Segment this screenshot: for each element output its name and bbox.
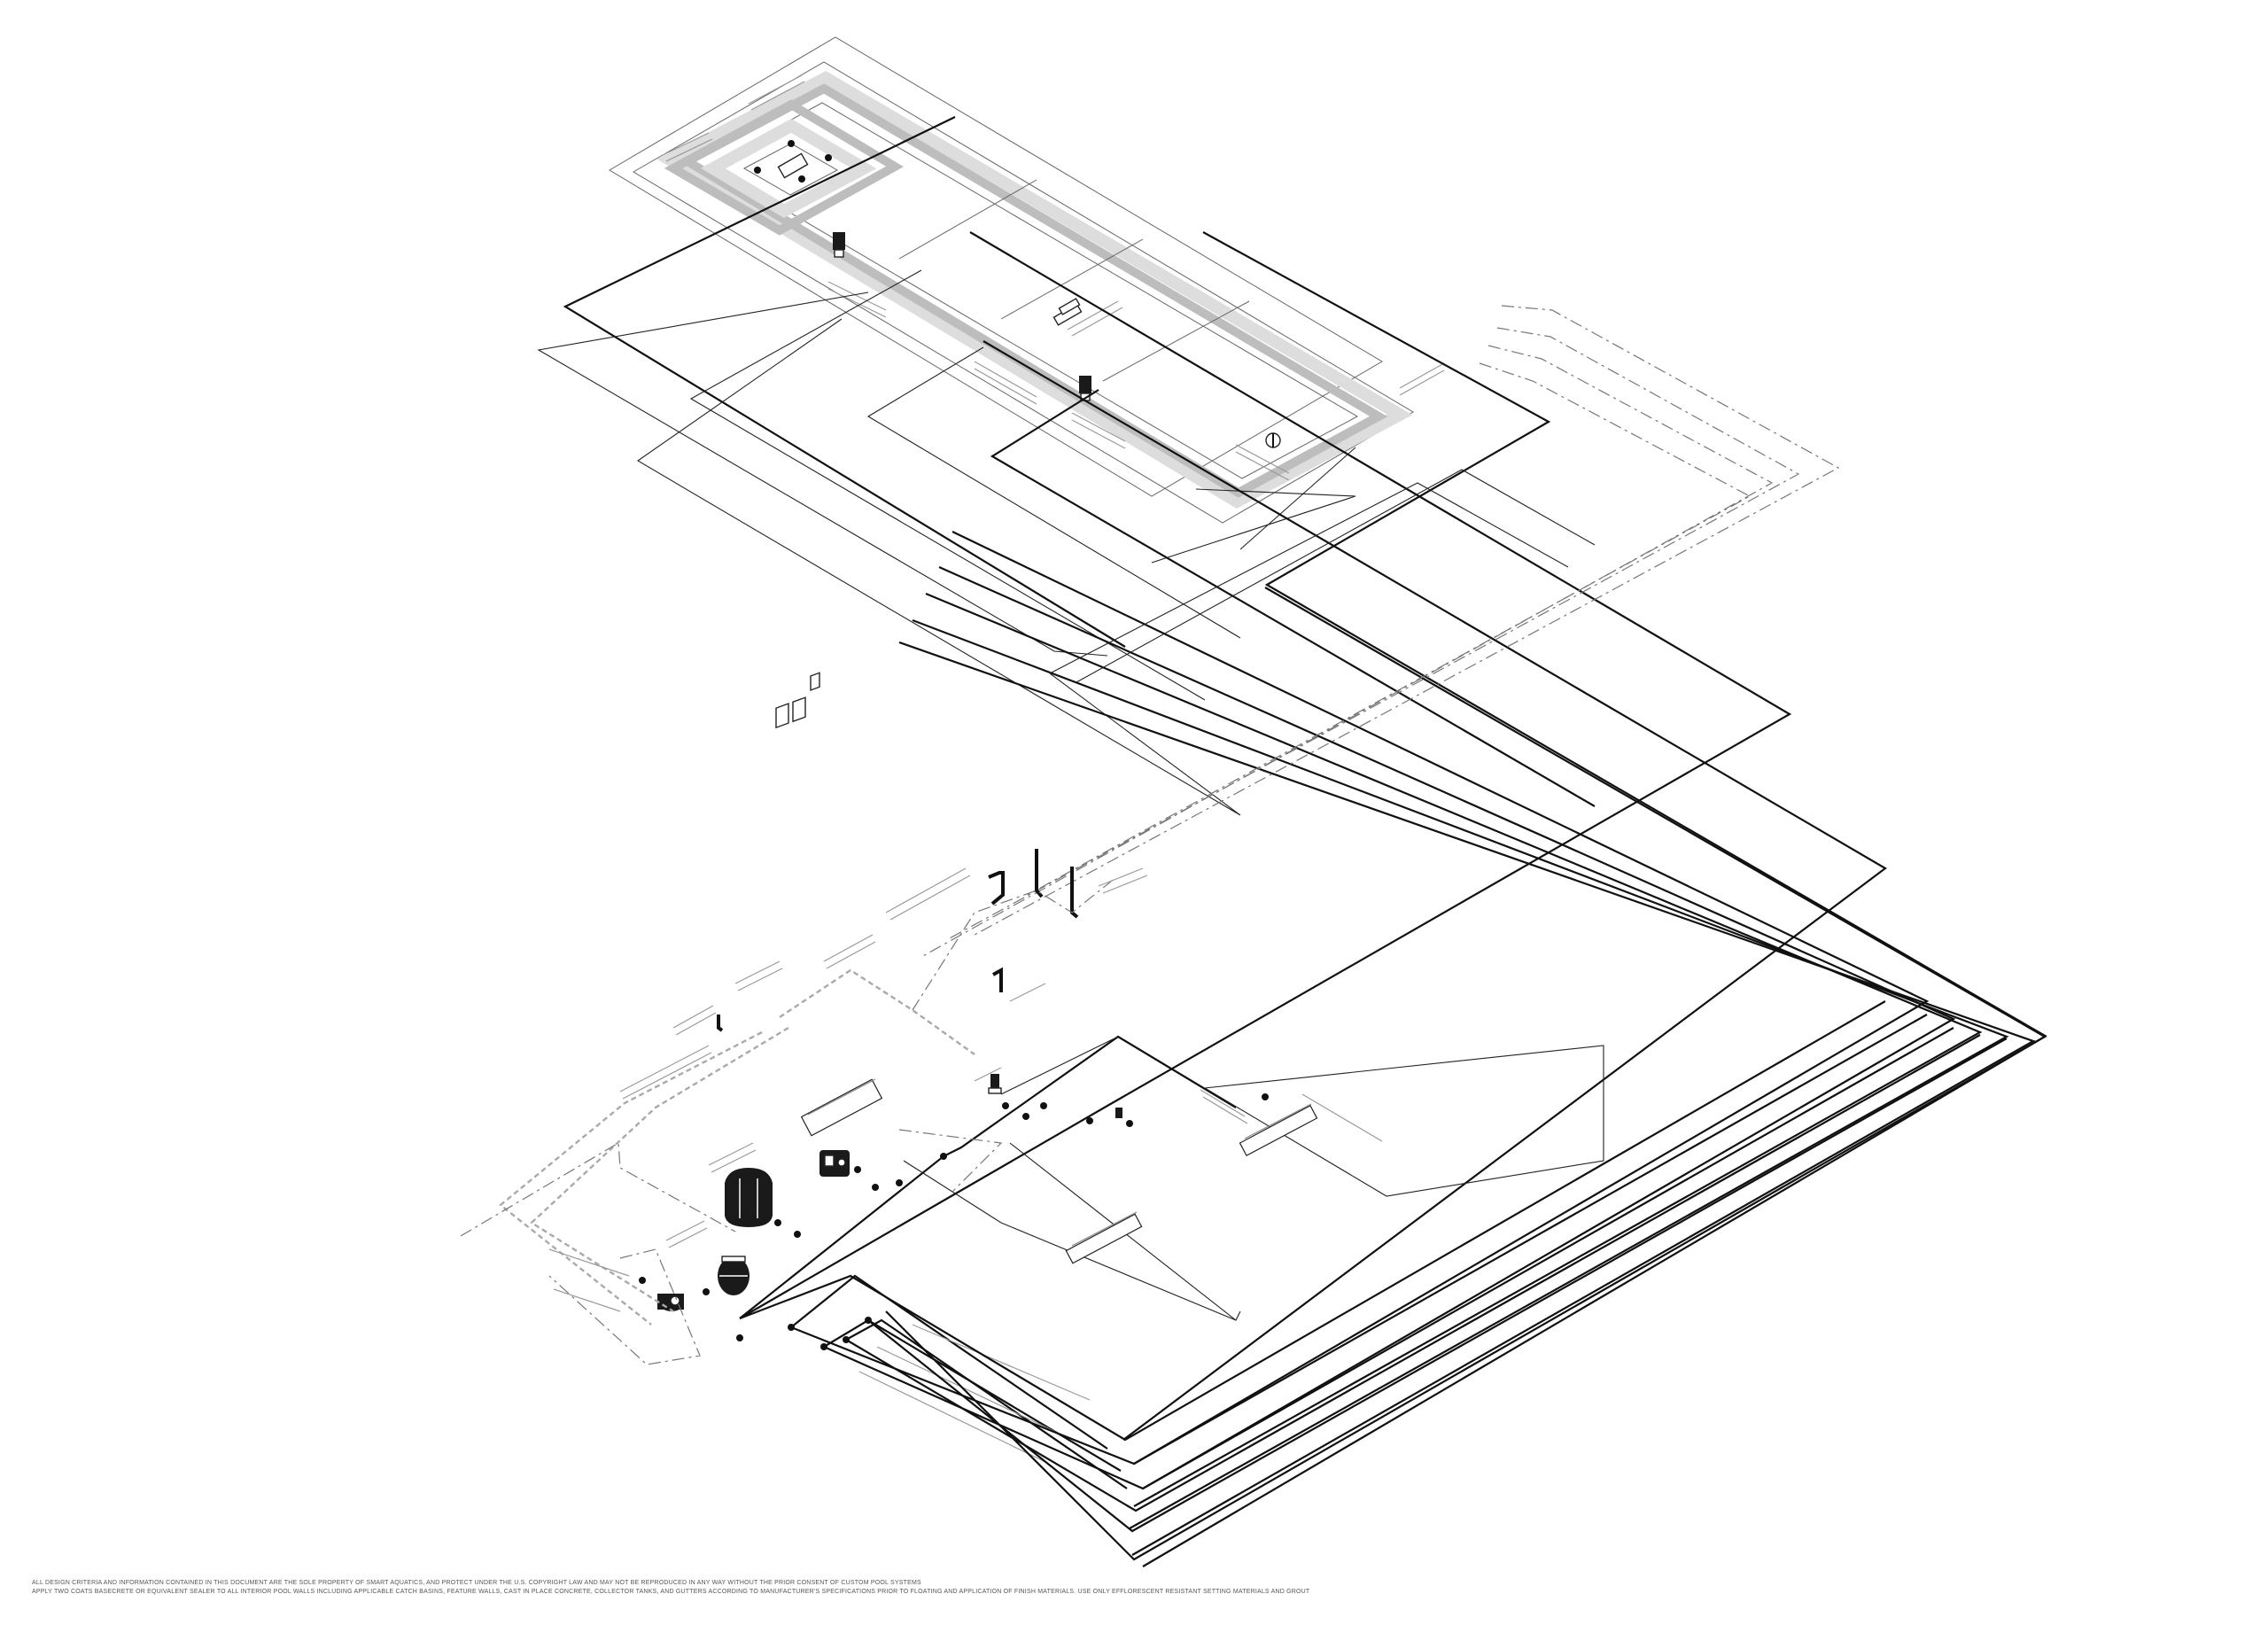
stub-pipes	[717, 849, 1079, 1032]
spa-line	[990, 389, 1596, 807]
supply-line-1	[689, 269, 1206, 701]
lower-run-4	[845, 1034, 1981, 1512]
callout-box	[1239, 1104, 1318, 1157]
supply-line-3	[636, 318, 1241, 816]
pool-plan-isometric	[609, 36, 1445, 524]
heater-icon	[725, 1168, 773, 1227]
pool-deck-outline	[609, 36, 1383, 497]
main-run-6	[912, 618, 2009, 1529]
main-run-5	[925, 592, 1983, 1507]
copyright-note: ALL DESIGN CRITERIA AND INFORMATION CONT…	[32, 1580, 921, 1586]
thin-run-1	[1049, 482, 1569, 674]
light-loop	[1151, 488, 1356, 564]
spa-jet-node	[825, 154, 832, 161]
lower-run-3	[823, 1027, 1954, 1490]
pool-tile-band	[678, 83, 1388, 498]
loop-box	[1204, 1045, 1604, 1197]
pool-section-line	[1102, 300, 1250, 382]
pool-section-line	[1000, 238, 1144, 320]
equipment-dashed-6	[460, 1141, 736, 1237]
spa-jet-node	[788, 140, 795, 147]
manifold-main	[739, 1035, 1237, 1319]
main-run-7	[898, 641, 2036, 1556]
callout-boxes	[800, 1078, 1318, 1264]
skimmer-line	[866, 346, 1241, 639]
thin-run-2	[1076, 469, 1596, 683]
valve-icon	[988, 1074, 1002, 1094]
drain-line	[1239, 447, 1356, 550]
return-line-1	[563, 116, 1126, 648]
manifold-return	[903, 1160, 1237, 1321]
lower-run-5	[867, 1038, 2008, 1533]
return-loops	[537, 116, 2047, 1038]
loop-box-2	[1009, 1142, 1241, 1321]
dashed-run-4	[1027, 362, 1751, 896]
callout-box	[800, 1078, 883, 1137]
equipment-dashed-7	[548, 1248, 701, 1365]
equipment-dashed-2	[499, 1030, 763, 1326]
sealer-note: APPLY TWO COATS BASECRETE OR EQUIVALENT …	[32, 1589, 1310, 1595]
dashed-electrical-runs	[920, 305, 1840, 958]
outlet-line-a	[790, 1274, 1108, 1450]
lower-run-6	[885, 1036, 2046, 1561]
main-run-8	[1142, 587, 2047, 1567]
lower-run-2	[790, 1014, 1928, 1466]
main-run-3	[951, 531, 1930, 1465]
main-run-1	[739, 231, 1792, 1319]
main-run-2	[983, 340, 1887, 1441]
main-drain-icon	[1052, 298, 1083, 326]
pool-coping-band	[656, 70, 1413, 509]
pool-section-line	[898, 179, 1037, 260]
callout-box	[1065, 1213, 1143, 1264]
valve-icon	[1115, 1108, 1122, 1118]
equipment-dashed-5	[898, 1129, 1003, 1193]
spa-jet-node	[754, 167, 761, 174]
dashed-run-2	[947, 327, 1800, 940]
bypass-line	[1000, 1036, 1119, 1095]
equipment-notes	[548, 867, 1383, 1463]
return-line-2	[1202, 231, 2047, 1038]
spa-equipment-icon	[777, 152, 809, 179]
skimmer-icon	[1079, 376, 1091, 401]
pool-notes	[662, 74, 1445, 481]
equipment-dashed-1	[779, 968, 975, 1055]
pool-outer-outline	[633, 61, 1414, 524]
light-fixture-icon	[1265, 432, 1281, 448]
outlet-line-b	[823, 1318, 1122, 1472]
spa-outer-band	[664, 99, 905, 236]
equipment-dashed-4	[912, 876, 1117, 1011]
control-panel-icon	[775, 672, 820, 729]
chlorinator-icon	[819, 1150, 850, 1177]
outlet-line-c	[845, 1318, 1128, 1489]
filter-tank-icon	[718, 1256, 750, 1295]
lower-run-1	[739, 1000, 1886, 1442]
spa-floor	[742, 143, 839, 196]
footer-notes: ALL DESIGN CRITERIA AND INFORMATION CONT…	[32, 1579, 1309, 1597]
lower-return-runs	[739, 1000, 2046, 1561]
spa-jet-node	[798, 175, 805, 183]
dashed-run-1	[974, 305, 1840, 936]
main-run-4	[938, 565, 1956, 1489]
spa-inner-band	[700, 118, 877, 219]
equipment-pad	[460, 672, 1604, 1489]
pool-water-outline	[707, 102, 1359, 479]
skimmer-icon	[833, 232, 845, 258]
supply-line-2	[537, 292, 1108, 657]
dashed-run-3	[920, 345, 1774, 958]
